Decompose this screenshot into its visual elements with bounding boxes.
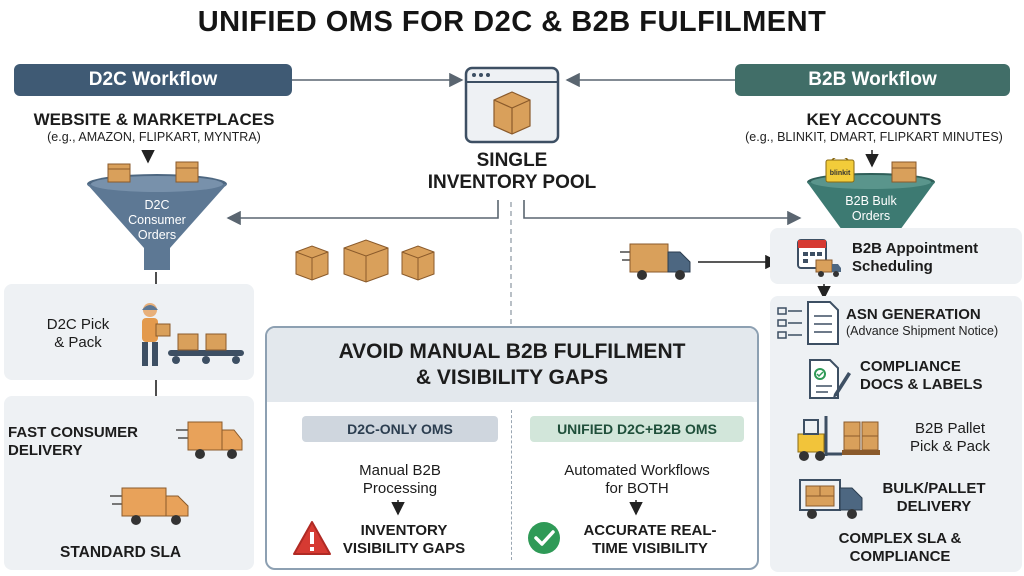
visibility-line1: ACCURATE REAL-	[583, 522, 717, 539]
sla-line2: COMPLIANCE	[849, 548, 951, 565]
b2b-workflow-header: B2B Workflow	[735, 64, 1010, 96]
inventory-boxes-icon	[295, 239, 435, 283]
bulk-delivery-label: BULK/PALLET DELIVERY	[870, 480, 998, 516]
d2c-pick-line1: D2C Pick	[46, 316, 110, 333]
box-icon	[295, 245, 329, 281]
d2c-pick-pack-panel	[4, 284, 254, 380]
fast-delivery-line2: DELIVERY	[8, 442, 83, 459]
calendar-truck-icon	[797, 239, 841, 277]
compliance-line1: COMPLIANCE	[860, 358, 961, 375]
b2b-funnel-icon	[807, 158, 935, 230]
appointment-line2: Scheduling	[852, 258, 933, 275]
pallet-line2: Pick & Pack	[909, 438, 991, 455]
complex-sla-label: COMPLEX SLA & COMPLIANCE	[800, 530, 1000, 566]
manual-processing-text: Manual B2B Processing	[300, 462, 500, 498]
asn-line1: ASN GENERATION	[846, 306, 981, 323]
bulk-line2: DELIVERY	[896, 498, 972, 515]
fast-delivery-label: FAST CONSUMER DELIVERY	[8, 424, 158, 460]
forklift-pallet-icon	[797, 416, 880, 461]
compliance-label: COMPLIANCE DOCS & LABELS	[860, 358, 1010, 394]
d2c-funnel-line2: Consumer	[128, 213, 186, 227]
comparison-divider	[511, 410, 512, 560]
d2c-only-oms-pill: D2C-ONLY OMS	[302, 416, 498, 442]
comparison-title: AVOID MANUAL B2B FULFILMENT & VISIBILITY…	[267, 328, 757, 402]
manual-line1: Manual B2B	[359, 462, 441, 479]
gaps-line2: VISIBILITY GAPS	[342, 540, 466, 557]
compliance-document-icon	[809, 359, 851, 399]
d2c-funnel-line3: Orders	[137, 228, 177, 242]
b2b-source-subtitle: (e.g., BLINKIT, DMART, FLIPKART MINUTES)	[745, 130, 1003, 144]
comparison-panel: AVOID MANUAL B2B FULFILMENT & VISIBILITY…	[265, 326, 759, 570]
b2b-truck-icon	[620, 243, 691, 280]
pallet-truck-icon	[799, 479, 863, 519]
inventory-pool-label: SINGLE INVENTORY POOL	[400, 150, 624, 194]
asn-line2: (Advance Shipment Notice)	[846, 324, 999, 338]
d2c-funnel-icon	[87, 161, 227, 270]
asn-document-icon	[777, 301, 839, 345]
d2c-pick-line2: & Pack	[54, 334, 102, 351]
automated-workflow-text: Automated Workflows for BOTH	[530, 462, 744, 498]
appointment-line1: B2B Appointment	[852, 240, 979, 257]
automated-line1: Automated Workflows	[564, 462, 710, 479]
pallet-pick-pack-label: B2B Pallet Pick & Pack	[888, 420, 1012, 456]
automated-line2: for BOTH	[605, 480, 669, 497]
pallet-line1: B2B Pallet	[914, 420, 986, 437]
inventory-window-icon	[464, 66, 560, 144]
warning-icon	[293, 521, 331, 555]
sla-line1: COMPLEX SLA &	[838, 530, 962, 547]
fast-truck-icon	[176, 421, 243, 459]
d2c-workflow-header: D2C Workflow	[14, 64, 292, 96]
d2c-pick-pack-label: D2C Pick & Pack	[30, 316, 126, 352]
d2c-funnel-line1: D2C	[144, 198, 170, 212]
visibility-gaps-label: INVENTORY VISIBILITY GAPS	[334, 522, 474, 558]
gaps-line1: INVENTORY	[360, 522, 448, 539]
d2c-funnel-label: D2C Consumer Orders	[104, 198, 210, 243]
compliance-line2: DOCS & LABELS	[860, 376, 983, 393]
comparison-title-line1: AVOID MANUAL B2B FULFILMENT	[338, 340, 686, 363]
realtime-visibility-label: ACCURATE REAL- TIME VISIBILITY	[562, 522, 738, 558]
b2b-funnel-label: B2B Bulk Orders	[826, 194, 916, 224]
pool-line2: INVENTORY POOL	[427, 172, 597, 193]
b2b-appointment-label: B2B Appointment Scheduling	[852, 240, 1018, 276]
success-check-icon	[528, 522, 560, 554]
bulk-line1: BULK/PALLET	[882, 480, 986, 497]
box-icon	[401, 245, 435, 281]
standard-truck-icon	[110, 487, 189, 525]
manual-line2: Processing	[362, 480, 438, 497]
asn-label: ASN GENERATION (Advance Shipment Notice)	[846, 306, 1022, 338]
box-icon	[343, 239, 389, 283]
comparison-title-line2: & VISIBILITY GAPS	[415, 366, 609, 389]
picker-conveyor-icon	[142, 303, 244, 366]
d2c-source-title: WEBSITE & MARKETPLACES	[33, 110, 275, 129]
unified-oms-pill: UNIFIED D2C+B2B OMS	[530, 416, 744, 442]
fast-delivery-line1: FAST CONSUMER	[8, 424, 139, 441]
b2b-funnel-line2: Orders	[851, 209, 891, 223]
b2b-source-title: KEY ACCOUNTS	[806, 110, 942, 129]
bag-brand-label: blinkit	[829, 170, 851, 177]
standard-sla-label: STANDARD SLA	[60, 544, 182, 561]
page-title: UNIFIED OMS FOR D2C & B2B FULFILMENT	[197, 6, 827, 38]
b2b-funnel-line1: B2B Bulk	[845, 194, 897, 208]
visibility-line2: TIME VISIBILITY	[592, 540, 708, 557]
pool-line1: SINGLE	[476, 150, 548, 171]
d2c-source-subtitle: (e.g., AMAZON, FLIPKART, MYNTRA)	[47, 130, 261, 144]
